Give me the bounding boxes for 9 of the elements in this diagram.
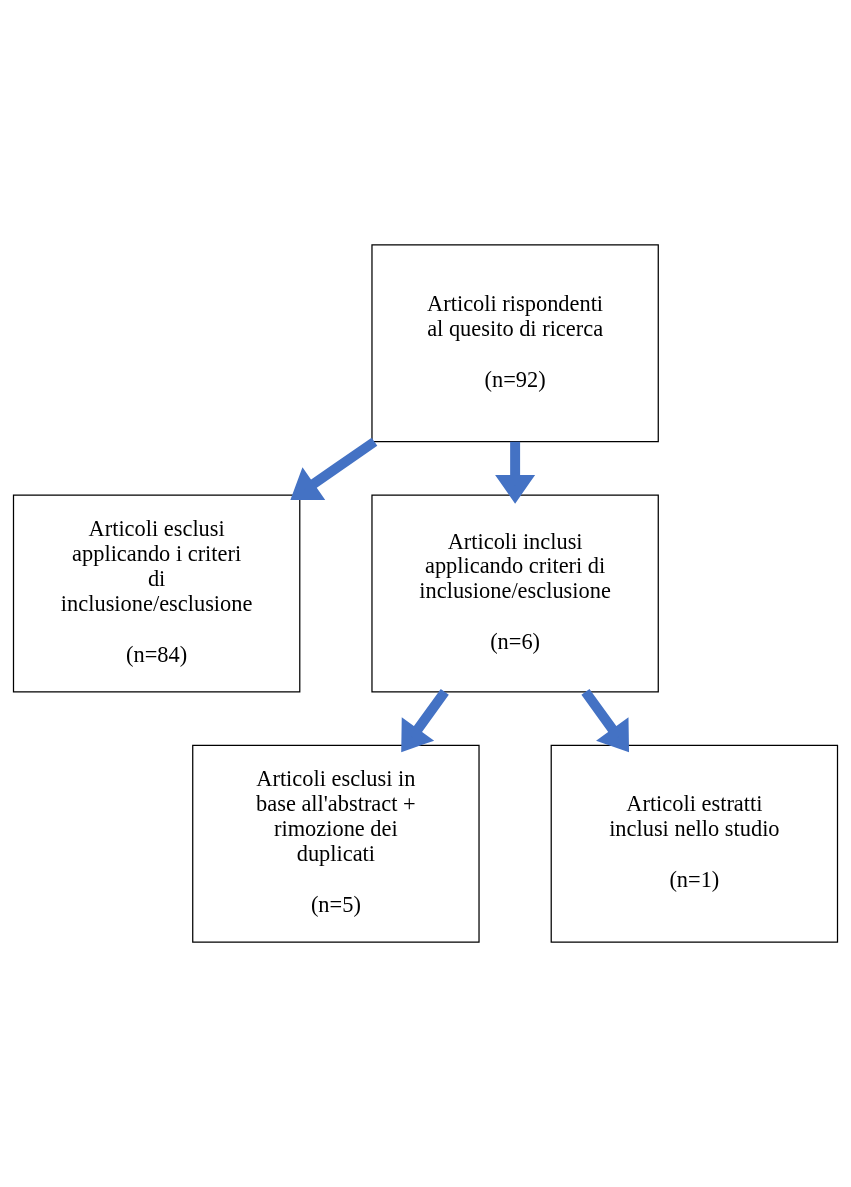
node-box: Articoli inclusi applicando criteri di inclusione/esclusione (n=6) [371, 494, 659, 693]
node-box: Articoli estratti inclusi nello studio (n=1) [550, 744, 839, 943]
arrow [581, 689, 630, 753]
arrow [401, 689, 449, 753]
arrow [495, 441, 536, 504]
arrow [290, 437, 378, 501]
node-box: Articoli esclusi in base all'abstract + rimozione dei duplicati (n=5) [192, 744, 480, 943]
node-box: Articoli esclusi applicando i criteri di inclusione/esclusione (n=84) [12, 494, 301, 693]
node-box: Articoli rispondenti al quesito di ricerca (n=92) [371, 244, 659, 443]
